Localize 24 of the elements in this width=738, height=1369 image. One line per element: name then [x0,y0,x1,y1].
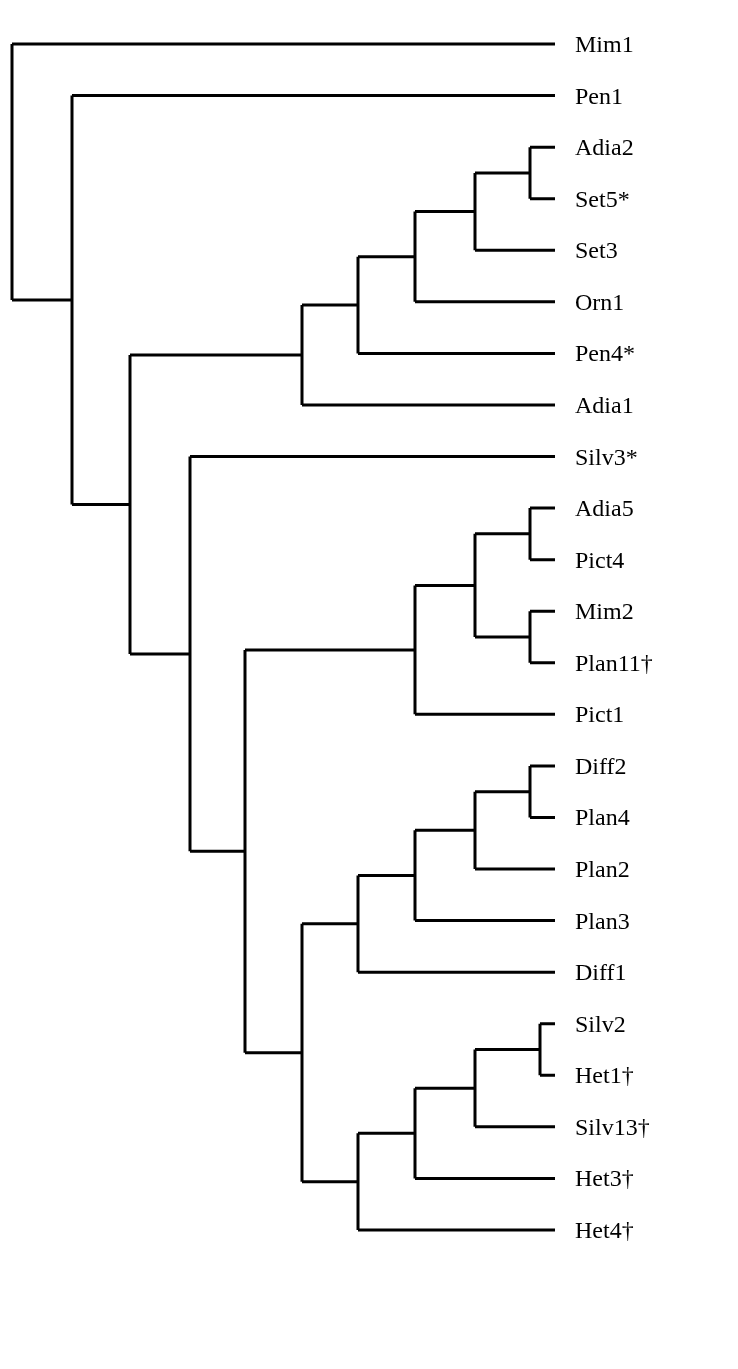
taxon-label: Mim1 [575,30,634,59]
taxon-label: Plan3 [575,906,630,936]
taxon-label: Silv3* [575,442,638,472]
taxon-label: Diff2 [575,751,627,781]
taxon-label: Pen4* [575,339,635,369]
taxon-label: Pict4 [575,545,625,575]
taxon-label: Het4† [575,1216,634,1245]
taxon-label: Mim2 [575,597,634,627]
taxon-label: Adia5 [575,494,634,524]
taxon-label: Het1† [575,1061,634,1091]
taxon-label: Plan2 [575,855,630,885]
taxon-label: Adia1 [575,390,634,420]
taxon-label: Silv13† [575,1112,650,1142]
taxon-label: Pict1 [575,700,625,730]
taxon-label: Set3 [575,236,618,266]
taxon-label: Diff1 [575,958,627,988]
taxon-label: Het3† [575,1164,634,1194]
taxon-label: Set5* [575,184,630,214]
taxon-label: Pen1 [575,81,623,111]
taxon-label: Plan4 [575,803,630,833]
taxon-label: Adia2 [575,133,634,163]
taxon-label: Silv2 [575,1009,626,1039]
taxon-label: Orn1 [575,287,625,317]
taxon-label: Plan11† [575,648,653,678]
